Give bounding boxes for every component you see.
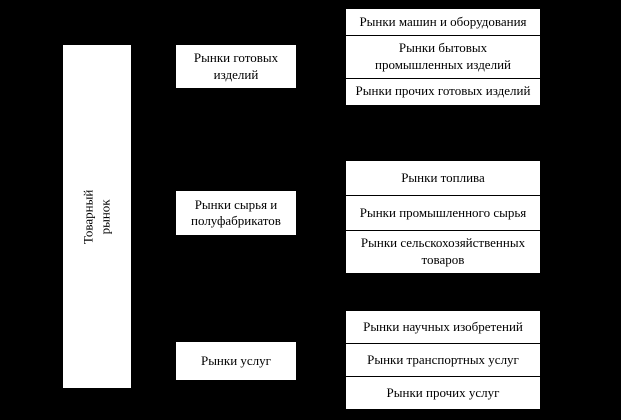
level2-box-services-label: Рынки услуг bbox=[200, 352, 272, 368]
level3-box-industrial-raw-label: Рынки промышленного сырья bbox=[359, 204, 527, 220]
level3-box-household-industrial: Рынки бытовых промышленных изделий bbox=[345, 35, 541, 79]
level3-box-other-finished-label: Рынки прочих готовых изделий bbox=[355, 83, 531, 99]
level3-box-household-industrial-label: Рынки бытовых промышленных изделий bbox=[375, 40, 511, 72]
level2-box-finished-goods-label: Рынки готовых изделий bbox=[193, 50, 279, 82]
level3-box-machinery: Рынки машин и оборудования bbox=[345, 8, 541, 36]
level3-box-industrial-raw: Рынки промышленного сырья bbox=[345, 195, 541, 231]
level3-box-other-finished: Рынки прочих готовых изделий bbox=[345, 77, 541, 106]
root-box-commodity-market: Товарный рынок bbox=[62, 44, 132, 389]
level3-box-agricultural: Рынки сельскохозяйственных товаров bbox=[345, 230, 541, 274]
level3-box-fuel: Рынки топлива bbox=[345, 160, 541, 196]
level3-box-machinery-label: Рынки машин и оборудования bbox=[359, 13, 527, 29]
level2-box-raw-materials: Рынки сырья и полуфабрикатов bbox=[175, 190, 297, 236]
level3-group-services: Рынки научных изобретений Рынки транспор… bbox=[345, 310, 541, 410]
level3-box-fuel-label: Рынки топлива bbox=[401, 169, 485, 185]
level3-group-finished-goods: Рынки машин и оборудования Рынки бытовых… bbox=[345, 8, 541, 106]
level3-box-scientific-inventions: Рынки научных изобретений bbox=[345, 310, 541, 344]
level3-box-transport-services: Рынки транспортных услуг bbox=[345, 343, 541, 377]
level2-box-services: Рынки услуг bbox=[175, 341, 297, 381]
level3-box-transport-services-label: Рынки транспортных услуг bbox=[367, 351, 519, 367]
level3-box-other-services: Рынки прочих услуг bbox=[345, 376, 541, 410]
level3-box-other-services-label: Рынки прочих услуг bbox=[386, 384, 500, 400]
level2-box-finished-goods: Рынки готовых изделий bbox=[175, 44, 297, 89]
level3-box-agricultural-label: Рынки сельскохозяйственных товаров bbox=[360, 235, 526, 267]
level3-group-raw-materials: Рынки топлива Рынки промышленного сырья … bbox=[345, 160, 541, 274]
level3-box-scientific-inventions-label: Рынки научных изобретений bbox=[363, 318, 523, 334]
root-box-label: Товарный рынок bbox=[80, 189, 112, 244]
level2-box-raw-materials-label: Рынки сырья и полуфабрикатов bbox=[191, 196, 281, 228]
